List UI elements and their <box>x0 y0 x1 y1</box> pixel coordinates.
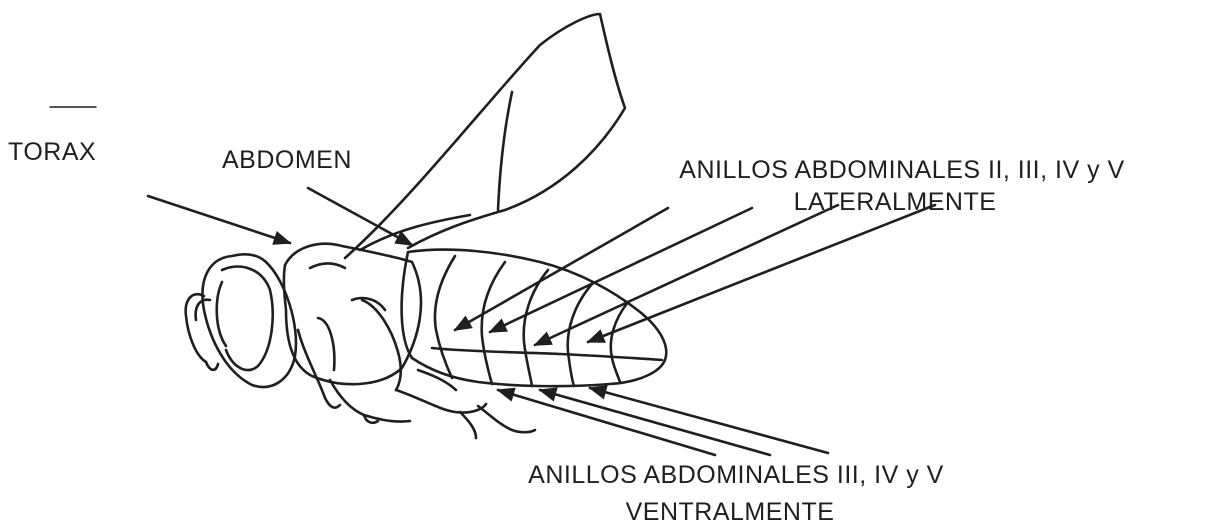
bee-legs <box>298 300 535 438</box>
lateral-ring-ii-pointer <box>455 208 668 330</box>
label-lateral-rings-subtitle: LATERALMENTE <box>794 190 997 215</box>
ventral-ring-iii-pointer <box>498 390 715 455</box>
label-torax: TORAX <box>8 140 96 165</box>
ventral-ring-iv-pointer <box>540 390 770 455</box>
leader-lines <box>148 188 935 455</box>
ventral-ring-v-pointer <box>590 388 828 453</box>
torax-pointer <box>148 196 290 243</box>
bee-head <box>186 254 296 387</box>
label-abdomen: ABDOMEN <box>222 148 352 173</box>
wing <box>345 14 625 258</box>
lateral-ring-v-pointer <box>588 205 935 342</box>
abdomen-pointer <box>308 188 412 245</box>
label-lateral-rings: ANILLOS ABDOMINALES II, III, IV y V <box>679 158 1124 183</box>
label-ventral-rings: ANILLOS ABDOMINALES III, IV y V <box>528 463 944 488</box>
label-ventral-rings-subtitle: VENTRALMENTE <box>626 500 835 525</box>
bee-abdomen <box>402 250 667 387</box>
